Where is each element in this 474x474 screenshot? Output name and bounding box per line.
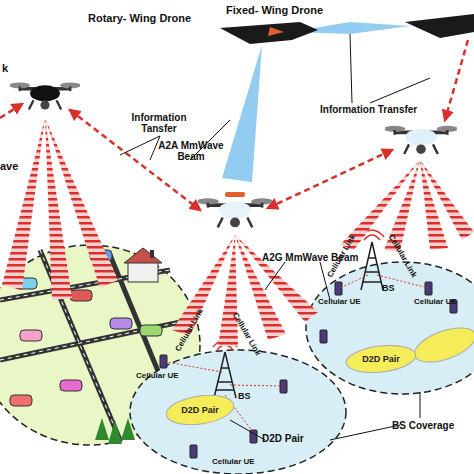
coverage-area — [306, 262, 474, 394]
leader-line — [120, 34, 430, 440]
ellipse-shape — [345, 345, 417, 373]
text-label: k — [2, 62, 8, 74]
text-label: Rotary- Wing Drone — [88, 12, 191, 24]
text-label: D2D Pair — [262, 433, 304, 444]
text-label: BS Coverage — [392, 420, 454, 431]
text-label: ave — [0, 160, 18, 172]
node-text: D2D Pair — [362, 354, 400, 364]
a2a-beam — [222, 45, 262, 182]
text-label: Cellular UE — [414, 298, 457, 307]
info-transfer-arrow — [0, 40, 468, 210]
text-label: Information Tansfer — [128, 112, 190, 134]
d2d-pair-ellipse: D2D Pair — [165, 395, 235, 425]
text-label: A2A MmWave Beam — [158, 140, 224, 162]
node-text: D2D Pair — [181, 405, 219, 415]
d2d-pair-ellipse: D2D Pair — [345, 345, 417, 373]
text-label: Fixed- Wing Drone — [226, 4, 323, 16]
ellipse-shape — [165, 395, 235, 425]
trees — [95, 418, 135, 444]
node-text-box: D2D Pair — [345, 345, 417, 373]
quad-drone — [197, 198, 273, 227]
text-label: Information Transfer — [320, 104, 417, 115]
node-text-box: D2D Pair — [165, 395, 235, 425]
bs-tower — [213, 230, 384, 398]
cars — [10, 250, 162, 406]
house — [124, 248, 162, 282]
coverage-area — [130, 350, 346, 474]
d2d-pair-ellipse — [410, 321, 474, 369]
text-label: BS — [382, 284, 395, 294]
text-label: BS — [238, 392, 251, 402]
text-label: Cellular UE — [212, 458, 255, 467]
text-label: Cellular UE — [318, 298, 361, 307]
fixed-wing-drone — [220, 14, 474, 44]
text-label: Cellular UE — [136, 372, 179, 381]
quad-drone — [384, 126, 458, 154]
rotary-wing-drone — [9, 82, 80, 109]
